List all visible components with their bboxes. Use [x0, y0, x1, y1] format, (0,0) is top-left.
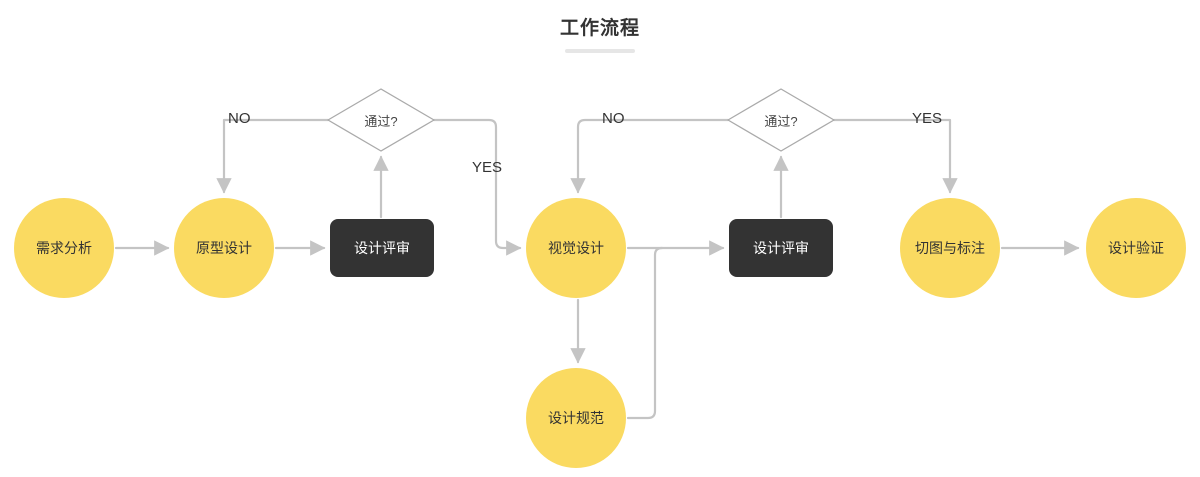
node-design-review-2[interactable]: 设计评审: [729, 219, 833, 277]
edge-label-no-2: NO: [602, 110, 625, 127]
edge-gate1-yes-to-visual: [432, 118, 522, 256]
edge-gate2-yes-to-slice: [832, 118, 958, 194]
node-prototype-design[interactable]: 原型设计: [174, 198, 274, 298]
node-label: 切图与标注: [915, 240, 985, 256]
edge-gate1-no-to-proto: [216, 118, 330, 194]
edge-spec-to-review2: [626, 246, 664, 420]
title-underline: [565, 49, 635, 53]
node-label: 设计评审: [354, 240, 410, 256]
node-requirements-analysis[interactable]: 需求分析: [14, 198, 114, 298]
gate2-diamond-shape: [727, 88, 835, 152]
node-design-verification[interactable]: 设计验证: [1086, 198, 1186, 298]
node-slicing-annotation[interactable]: 切图与标注: [900, 198, 1000, 298]
node-label: 通过?: [364, 113, 398, 129]
node-label: 通过?: [764, 113, 798, 129]
node-label: 设计验证: [1108, 240, 1164, 256]
edge-gate2-no-to-visual: [570, 118, 730, 194]
node-gate-pass-1[interactable]: 通过?: [328, 104, 434, 136]
node-design-spec[interactable]: 设计规范: [526, 368, 626, 468]
edge-label-no-1: NO: [228, 110, 251, 127]
page-title: 工作流程: [559, 18, 640, 39]
node-visual-design[interactable]: 视觉设计: [526, 198, 626, 298]
node-label: 设计规范: [548, 410, 604, 426]
node-gate-pass-2[interactable]: 通过?: [728, 104, 834, 136]
edge-label-yes-1: YES: [472, 159, 503, 176]
node-design-review-1[interactable]: 设计评审: [330, 219, 434, 277]
node-label: 需求分析: [36, 240, 92, 256]
node-label: 视觉设计: [548, 240, 604, 256]
node-label: 原型设计: [196, 240, 252, 256]
edge-label-yes-2: YES: [912, 110, 943, 127]
gate1-diamond-shape: [327, 88, 435, 152]
node-label: 设计评审: [753, 240, 809, 256]
